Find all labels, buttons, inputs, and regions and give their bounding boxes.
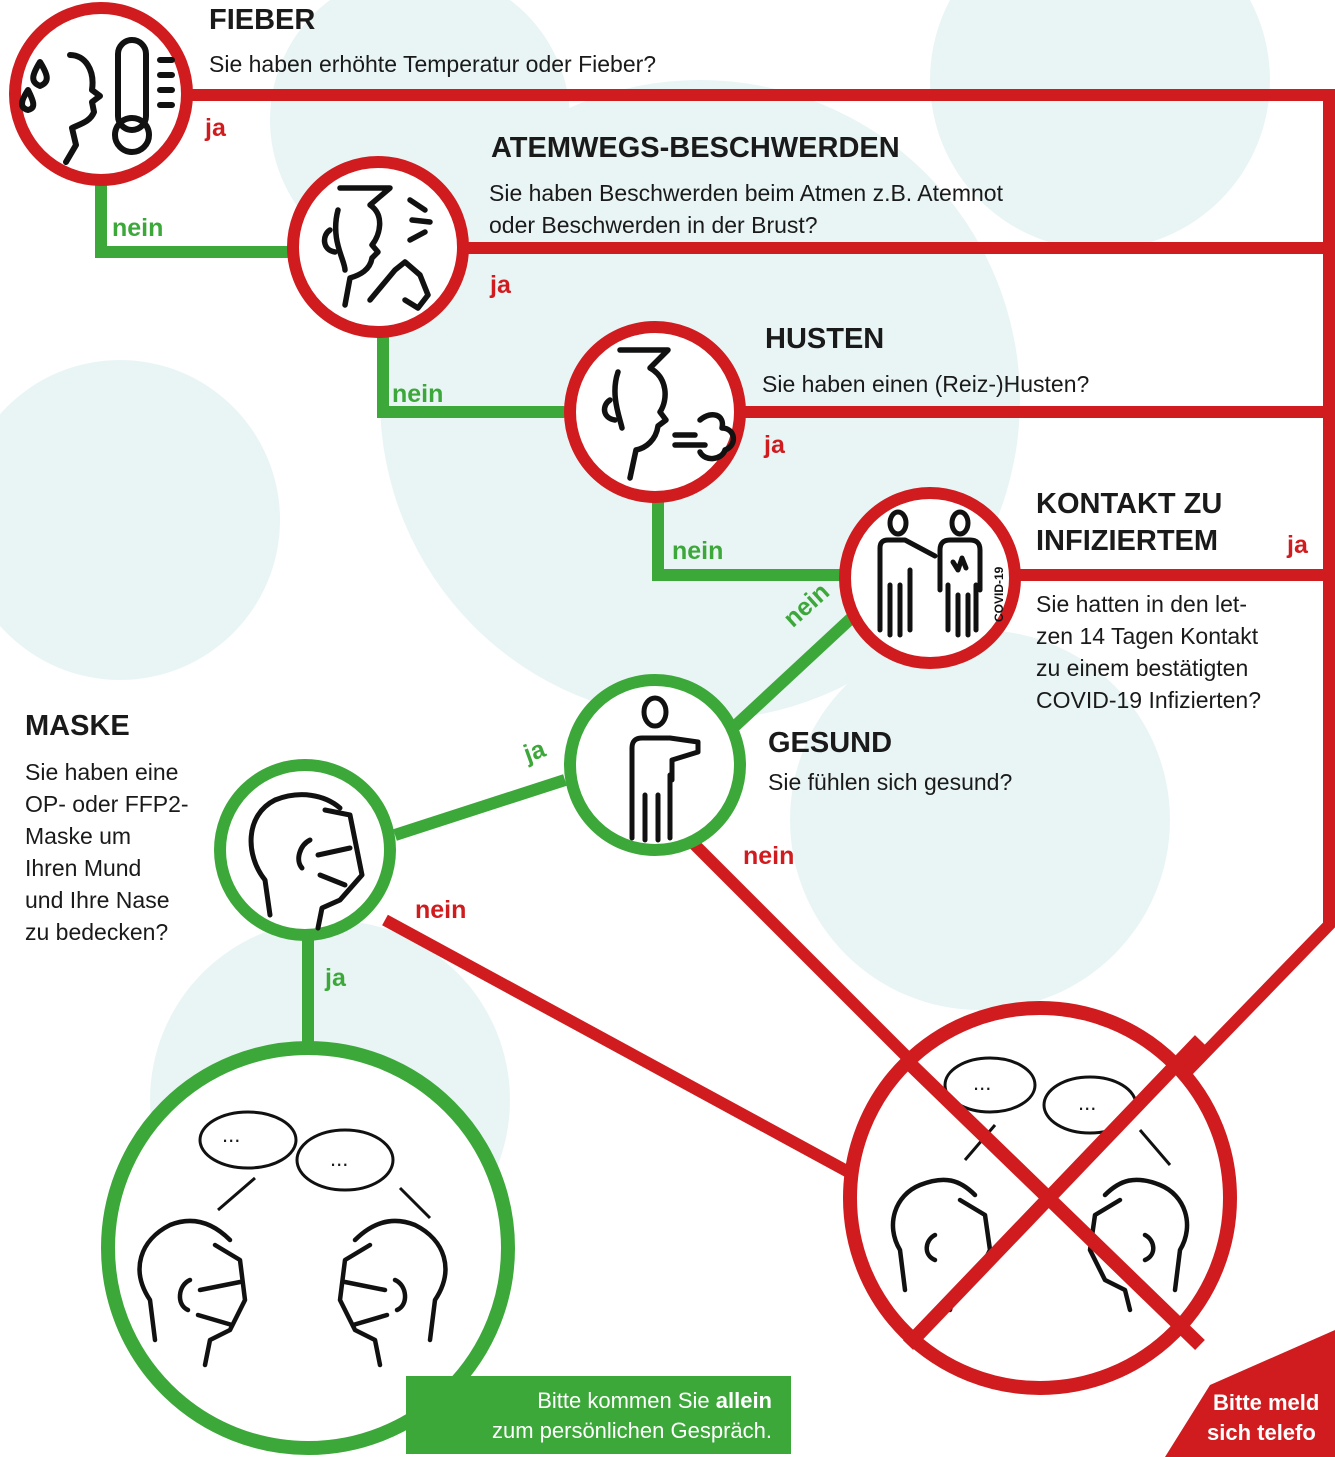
result-ok-node	[101, 1041, 791, 1455]
breathing-difficulty-icon	[321, 185, 433, 311]
bubble-dots-no-left: ...	[973, 1070, 992, 1095]
mask-face-icon	[248, 792, 365, 931]
maske-node	[214, 759, 396, 941]
maske-question-line1: Sie haben eine	[25, 759, 179, 785]
atemweg-nein-label: nein	[392, 380, 444, 408]
two-masked-persons-icon	[137, 1218, 448, 1368]
speech-bubble-right	[295, 1128, 395, 1192]
result-no-text-line2: sich telefo	[1207, 1420, 1316, 1445]
husten-node	[564, 321, 746, 503]
atemweg-title: ATEMWEGS-BESCHWERDEN	[491, 132, 900, 164]
kontakt-question-line1: Sie hatten in den let-	[1036, 591, 1247, 617]
kontakt-ja-label: ja	[1287, 531, 1308, 559]
result-ok-text-line2: zum persönlichen Gespräch.	[491, 1418, 772, 1443]
husten-question: Sie haben einen (Reiz-)Husten?	[762, 371, 1090, 397]
husten-title: HUSTEN	[765, 323, 885, 355]
result-no-node	[843, 1001, 1335, 1457]
husten-nein-label: nein	[672, 537, 724, 565]
fieber-node	[9, 2, 193, 186]
result-ok-text-normal: Bitte kommen Sie	[537, 1388, 716, 1413]
gesund-question: Sie fühlen sich gesund?	[768, 769, 1013, 795]
maske-nein-label: nein	[415, 896, 467, 924]
atemweg-node	[287, 156, 469, 338]
maske-question-line5: und Ihre Nase	[25, 887, 170, 913]
kontakt-question-line3: zu einem bestätigten	[1036, 655, 1249, 681]
maske-question-line6: zu bedecken?	[25, 919, 169, 945]
gesund-node	[564, 674, 746, 856]
cough-icon	[601, 347, 736, 481]
result-no-text-line1: Bitte meld	[1213, 1390, 1320, 1415]
kontakt-node: COVID-19	[839, 487, 1021, 669]
result-ok-text: Bitte kommen Sie allein	[406, 1386, 772, 1416]
fieber-title: FIEBER	[209, 4, 316, 36]
maske-question-line3: Maske um	[25, 823, 132, 849]
bubble-dots-ok-right: ...	[330, 1146, 349, 1171]
maske-question-line2: OP- oder FFP2-	[25, 791, 189, 817]
atemweg-question-line1: Sie haben Beschwerden beim Atmen z.B. At…	[489, 180, 1003, 206]
fieber-ja-label: ja	[205, 114, 226, 142]
maske-question-line4: Ihren Mund	[25, 855, 142, 881]
atemweg-ja-label: ja	[490, 271, 511, 299]
gesund-nein-label: nein	[743, 842, 795, 870]
cross-mark	[902, 1035, 1206, 1351]
husten-ja-label: ja	[764, 431, 785, 459]
kontakt-question-line2: zen 14 Tagen Kontakt	[1036, 623, 1259, 649]
healthy-person-icon	[629, 695, 701, 843]
gesund-title: GESUND	[768, 727, 893, 759]
result-ok-text-bold: allein	[715, 1388, 772, 1413]
kontakt-question-line4: COVID-19 Infizierten?	[1036, 687, 1261, 713]
fever-thermometer-icon	[19, 37, 175, 165]
kontakt-title-line1: KONTAKT ZU	[1036, 488, 1223, 520]
maske-title: MASKE	[25, 710, 130, 742]
contact-infected-icon	[877, 509, 983, 638]
fieber-nein-label: nein	[112, 214, 164, 242]
maske-ja-label: ja	[325, 964, 346, 992]
kontakt-title-line2: INFIZIERTEM	[1036, 525, 1219, 557]
covid-icon-label: COVID-19	[992, 566, 1006, 622]
bubble-dots-ok-left: ...	[222, 1122, 241, 1147]
bubble-dots-no-right: ...	[1078, 1090, 1097, 1115]
atemweg-question-line2: oder Beschwerden in der Brust?	[489, 212, 818, 238]
fieber-question: Sie haben erhöhte Temperatur oder Fieber…	[209, 51, 657, 77]
speech-bubble-left	[198, 1110, 298, 1170]
